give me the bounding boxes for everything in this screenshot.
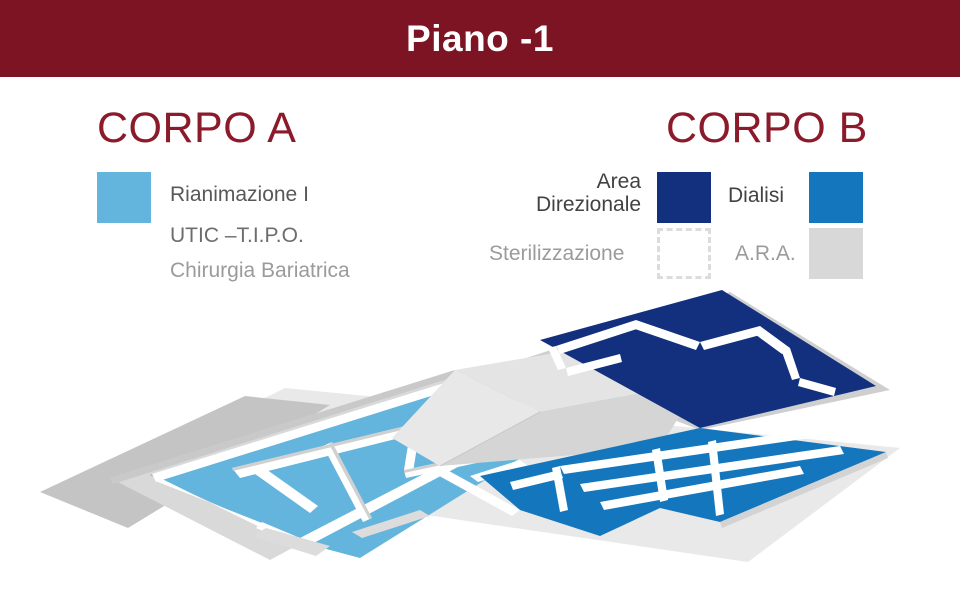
corpo-b-heading: CORPO B — [666, 104, 868, 152]
map-slab-corpo-a-edge — [110, 370, 457, 484]
legend-swatch-ara — [809, 228, 863, 279]
atrium-ridge — [439, 411, 541, 467]
corpo-a-heading: CORPO A — [97, 104, 297, 152]
floor-plan-svg — [40, 290, 900, 562]
legend-label-ara: A.R.A. — [735, 242, 796, 265]
header-bar: Piano -1 — [0, 0, 960, 77]
page-title: Piano -1 — [406, 18, 554, 59]
legend-label-area-direzionale-line1: Area — [596, 170, 641, 193]
legend-swatch-sterilizzazione — [657, 228, 711, 279]
floor-plan-map[interactable] — [0, 270, 960, 600]
legend-label-chirurgia-bariatrica: Chirurgia Bariatrica — [170, 259, 350, 282]
area-direzionale-corridors — [548, 320, 836, 396]
legend-label-utic: UTIC –T.I.P.O. — [170, 224, 304, 247]
legend-swatch-area-direzionale — [657, 172, 711, 223]
legend-swatch-dialisi — [809, 172, 863, 223]
map-seam — [432, 466, 520, 516]
legend-swatch-rianimazione — [97, 172, 151, 223]
legend-label-rianimazione: Rianimazione I — [170, 183, 309, 206]
legend-label-sterilizzazione: Sterilizzazione — [489, 242, 625, 265]
legend-label-area-direzionale-line2: Direzionale — [536, 193, 642, 216]
corpo-b-dialisi — [480, 428, 888, 536]
dialisi-edge-shadow — [720, 452, 888, 528]
legend-label-dialisi: Dialisi — [728, 184, 785, 207]
corpo-b-area-direzionale — [540, 290, 876, 428]
dialisi-corridors — [510, 428, 844, 516]
atrium-face-left — [392, 370, 540, 466]
corpo-a-service-pockets — [252, 510, 430, 556]
